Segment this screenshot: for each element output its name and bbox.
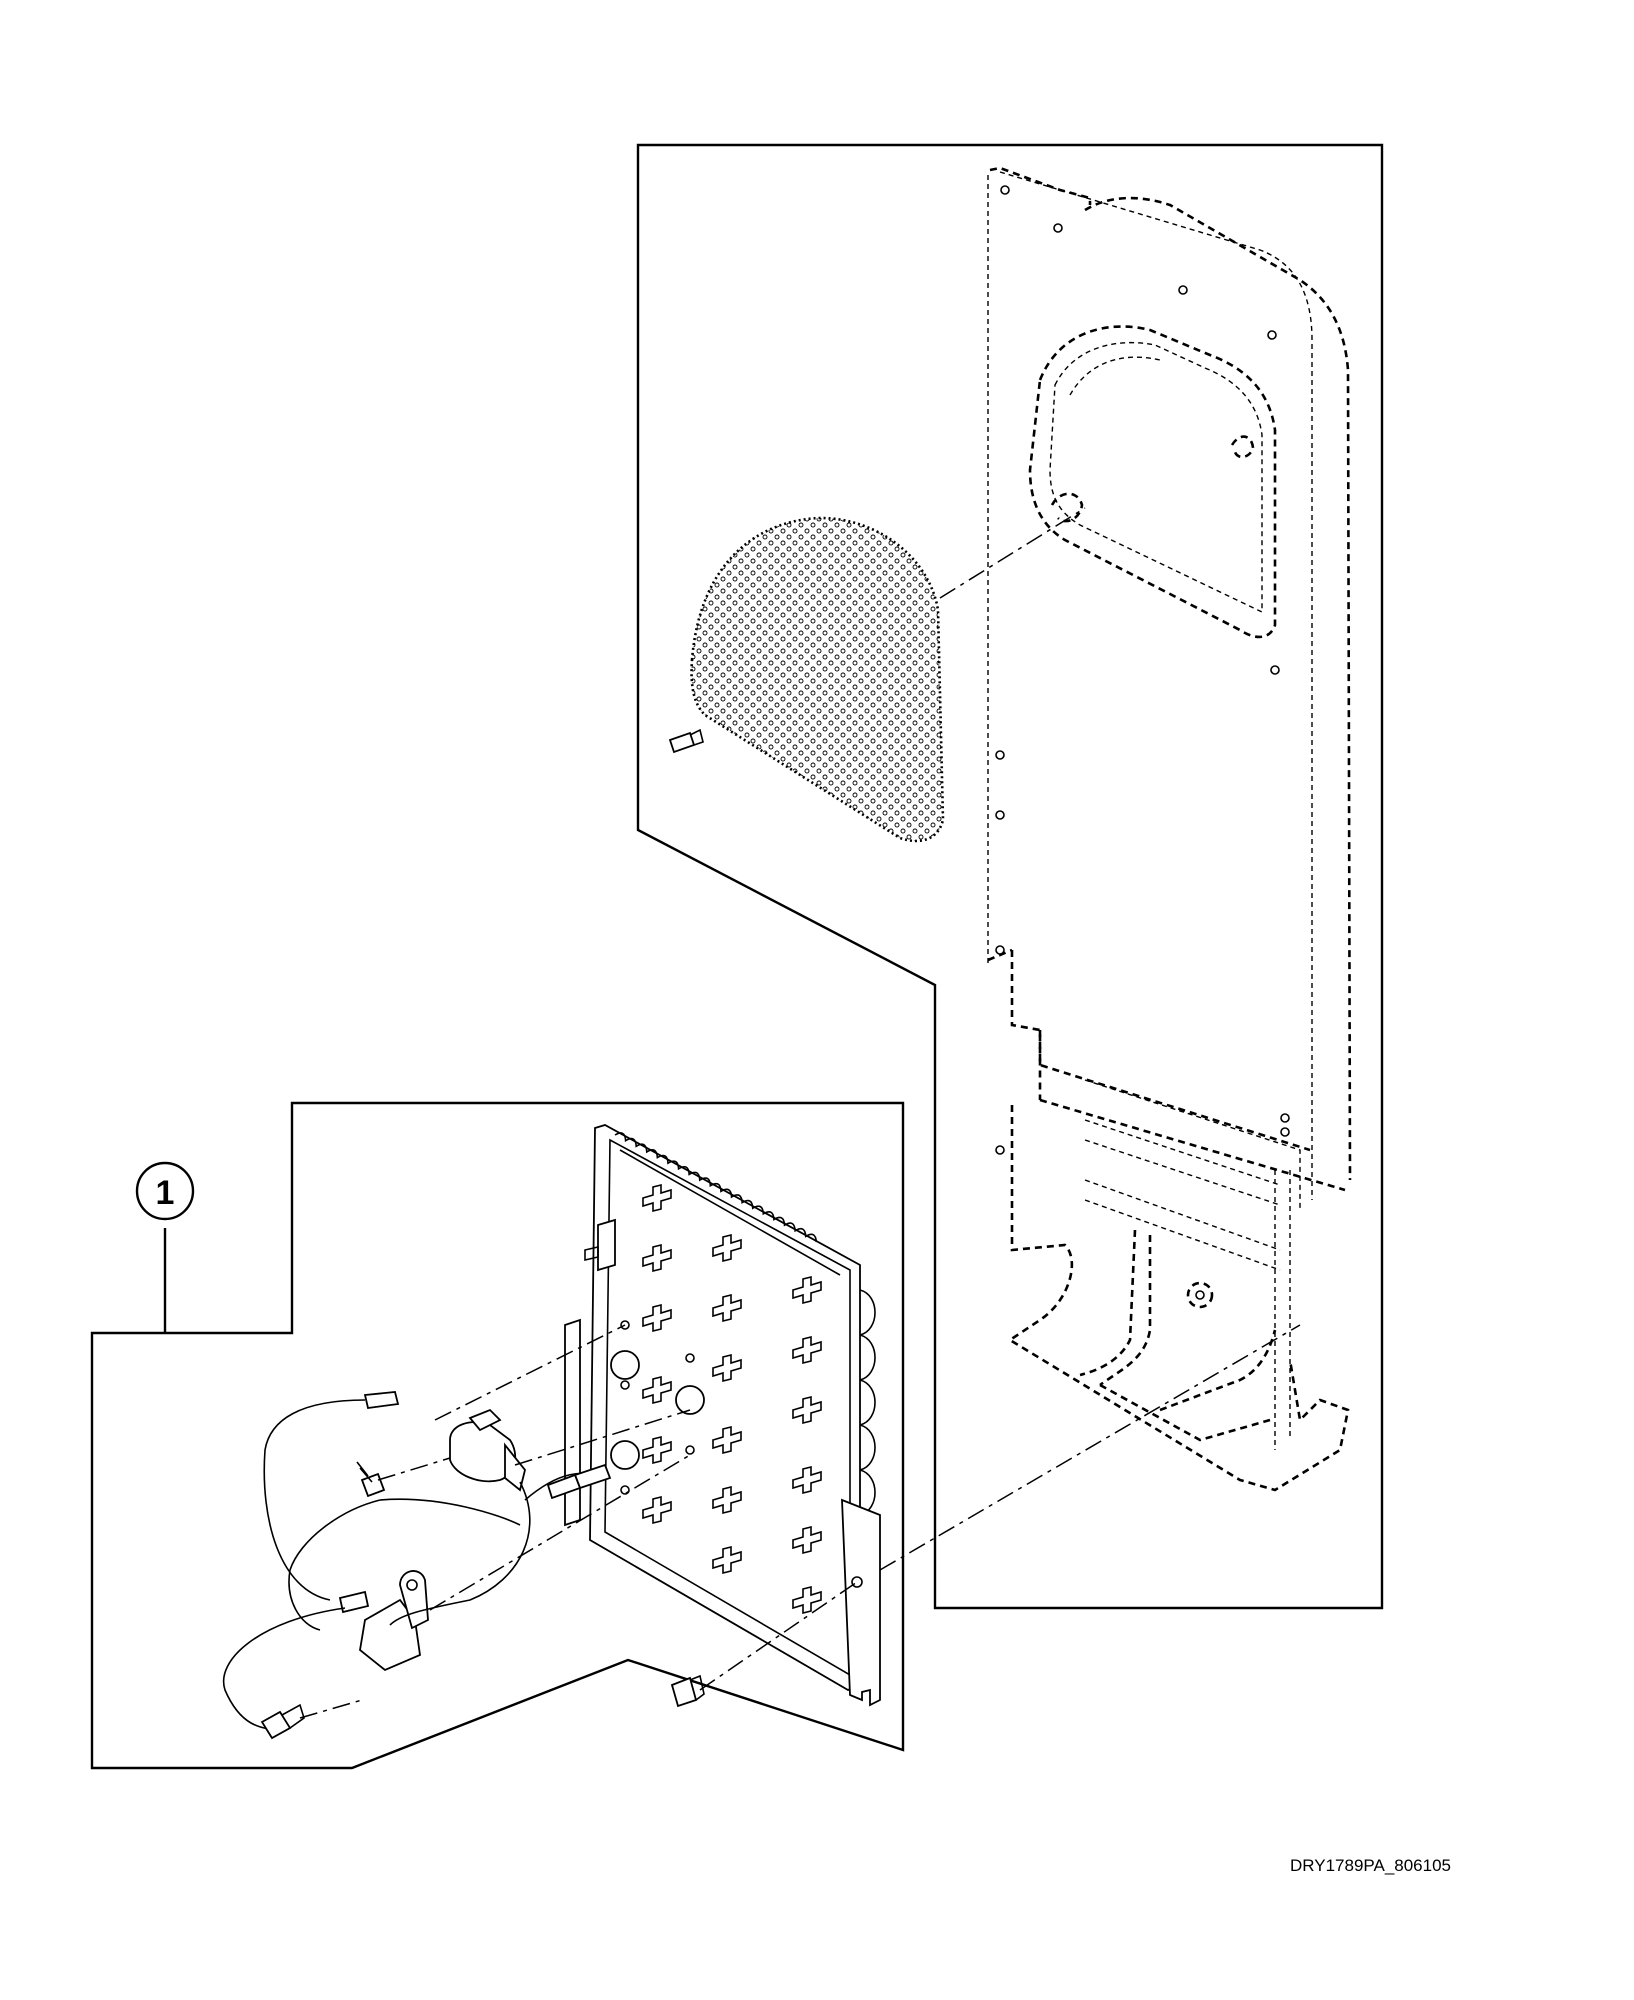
rear-panel-outline [987, 166, 1352, 1200]
drawing-reference-code: DRY1789PA_806105 [1290, 1856, 1452, 1875]
leader-screen-to-panel [939, 507, 1086, 599]
kit-frame [90, 1101, 905, 1770]
base-bracket-outline [1007, 1079, 1350, 1492]
callout-1: 1 [135, 1161, 195, 1333]
control-board [564, 1124, 881, 1707]
thermostat-harness [222, 1391, 705, 1740]
upper-frame [636, 143, 1384, 1610]
lint-screen [668, 516, 945, 843]
callout-number: 1 [156, 1174, 175, 1212]
assembly-leaders [299, 1324, 1301, 1719]
